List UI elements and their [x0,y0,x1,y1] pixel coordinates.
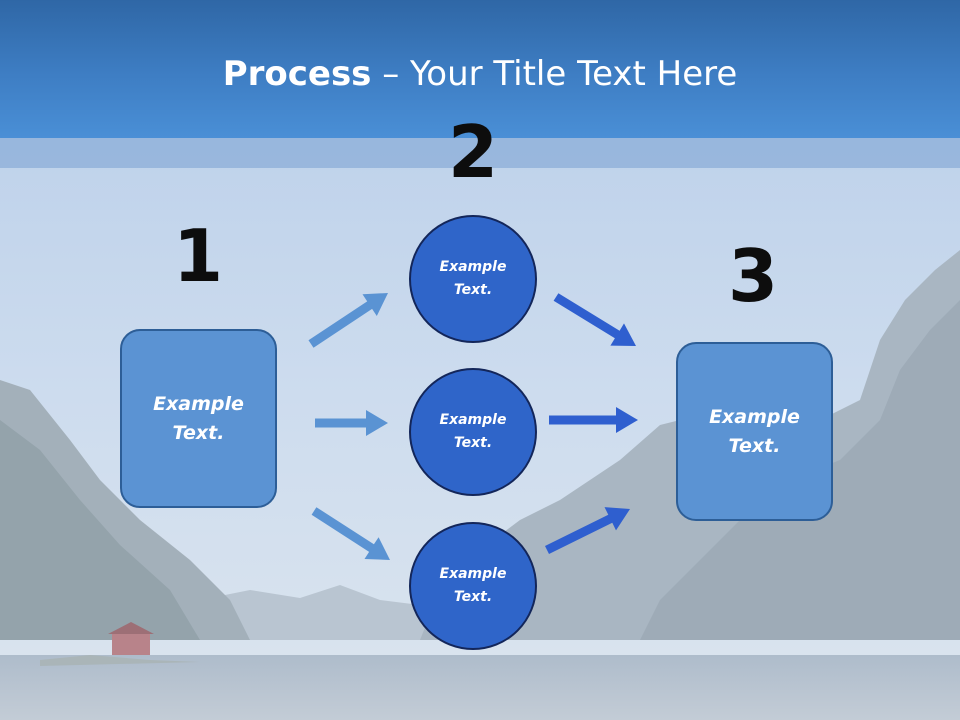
arrow-from-bottom-circle [545,507,630,554]
arrow-to-bottom-circle [311,507,390,560]
arrow-to-top-circle [308,293,388,348]
arrow-from-top-circle [553,293,636,346]
right-step-box: Example Text. [676,342,833,521]
arrow-from-middle-circle [549,407,638,433]
step-number-2: 2 [447,110,499,194]
right-step-box-text: Example Text. [709,405,800,457]
step-circle-middle-text: Example Text. [439,412,507,451]
title-bar [0,0,960,138]
arrow-to-middle-circle [315,410,388,436]
step-number-3: 3 [727,234,779,318]
step-number-1: 1 [172,214,224,298]
step-circle-middle: Example Text. [409,368,537,496]
left-step-box: Example Text. [120,329,277,508]
left-step-box-text: Example Text. [153,392,244,444]
slide-title-rest: – Your Title Text Here [371,54,738,94]
step-circle-bottom-text: Example Text. [439,566,507,605]
step-circle-bottom: Example Text. [409,522,537,650]
slide-title-bold: Process [222,54,372,94]
slide-title: Process – Your Title Text Here [0,52,960,96]
step-circle-top-text: Example Text. [439,259,507,298]
step-circle-top: Example Text. [409,215,537,343]
title-bar-band [0,138,960,168]
